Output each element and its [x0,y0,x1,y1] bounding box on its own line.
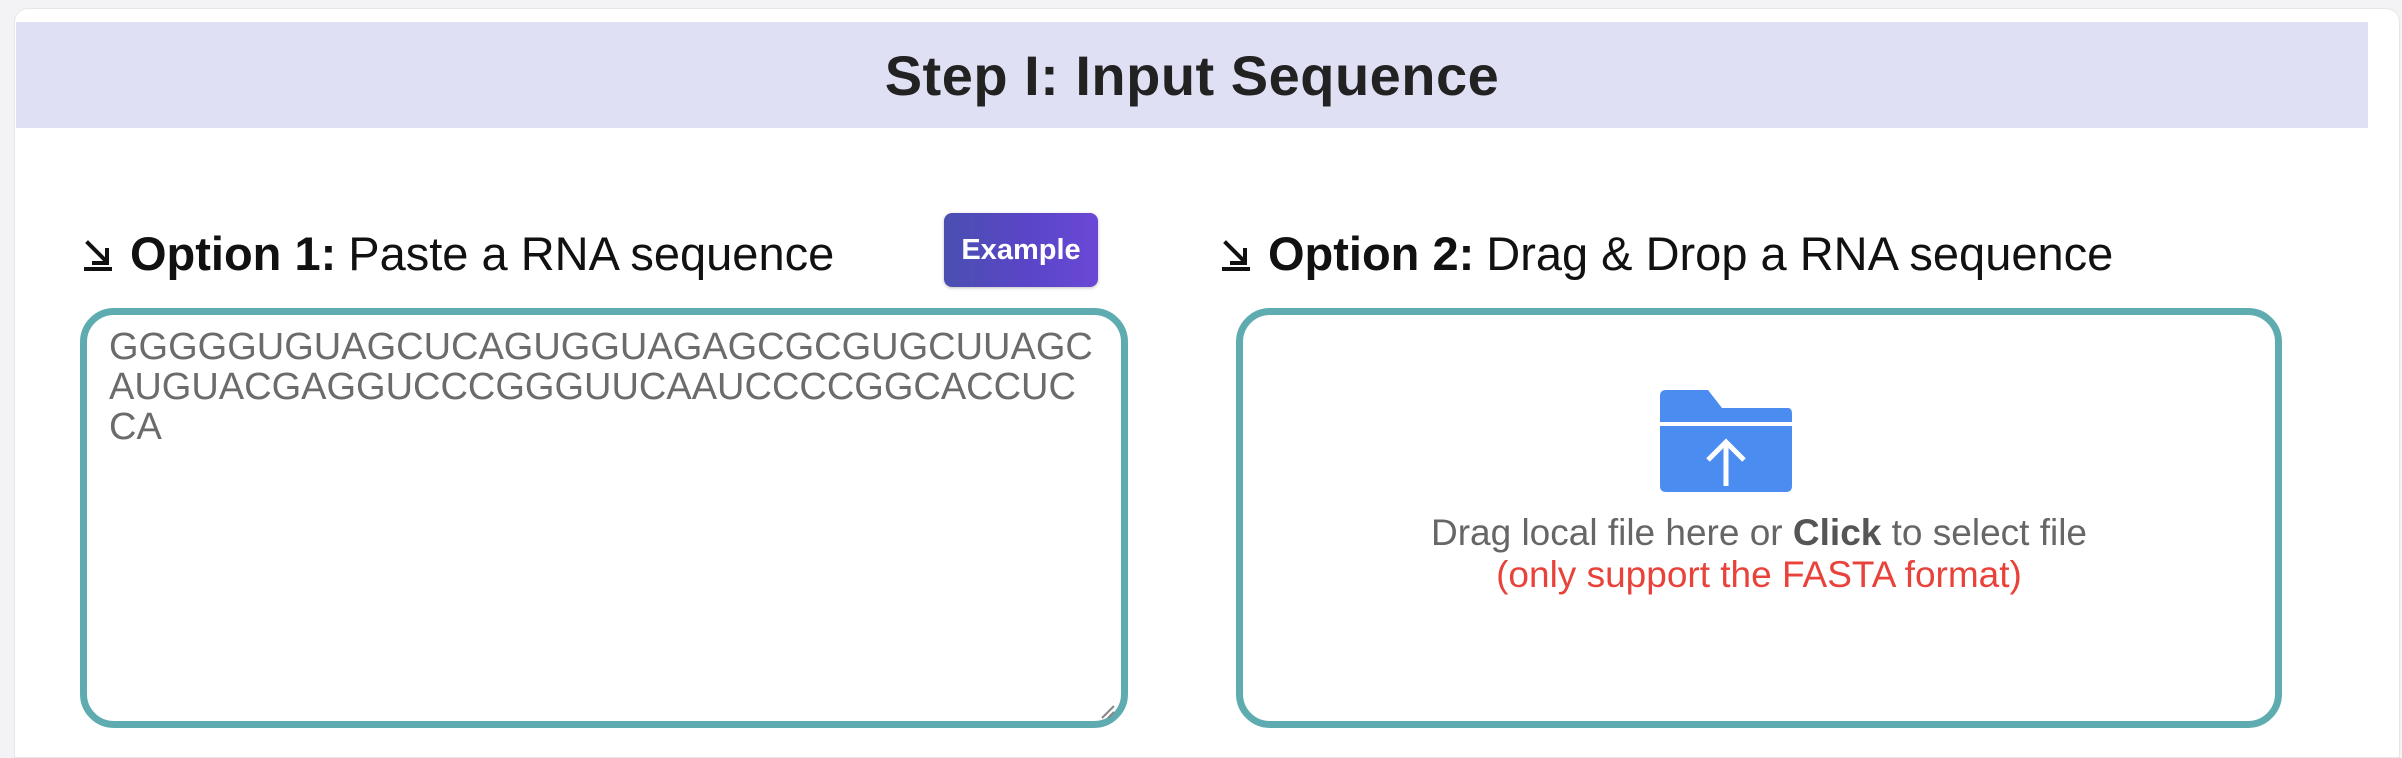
click-to-select-link[interactable]: Click [1792,512,1882,553]
format-note: (only support the FASTA format) [1496,554,2022,595]
option2-label: Option 2: Drag & Drop a RNA sequence [1218,218,2113,288]
drop-text-after: to select file [1881,512,2088,553]
drop-instruction: Drag local file here or Click to select … [1236,512,2282,554]
south-east-arrow-icon [1218,233,1254,273]
example-button[interactable]: Example [944,213,1098,287]
sequence-textarea[interactable]: GGGGGUGUAGCUCAGUGGUAGAGCGCGUGCUUAGCAUGUA… [80,308,1128,728]
folder-upload-icon[interactable] [1656,386,1796,494]
step-header: Step I: Input Sequence [16,22,2368,128]
option1-label: Option 1: Paste a RNA sequence [80,218,834,288]
file-drop-zone[interactable] [1236,308,2282,728]
option2-bold-label: Option 2: [1268,226,1475,280]
south-east-arrow-icon [80,233,116,273]
option1-bold-label: Option 1: [130,226,337,280]
option2-label-text: Drag & Drop a RNA sequence [1486,226,2114,280]
resize-grip-icon[interactable] [1098,702,1116,720]
option1-label-text: Paste a RNA sequence [348,226,835,280]
drop-text-before: Drag local file here or [1430,512,1793,553]
step-title: Step I: Input Sequence [884,43,1500,107]
